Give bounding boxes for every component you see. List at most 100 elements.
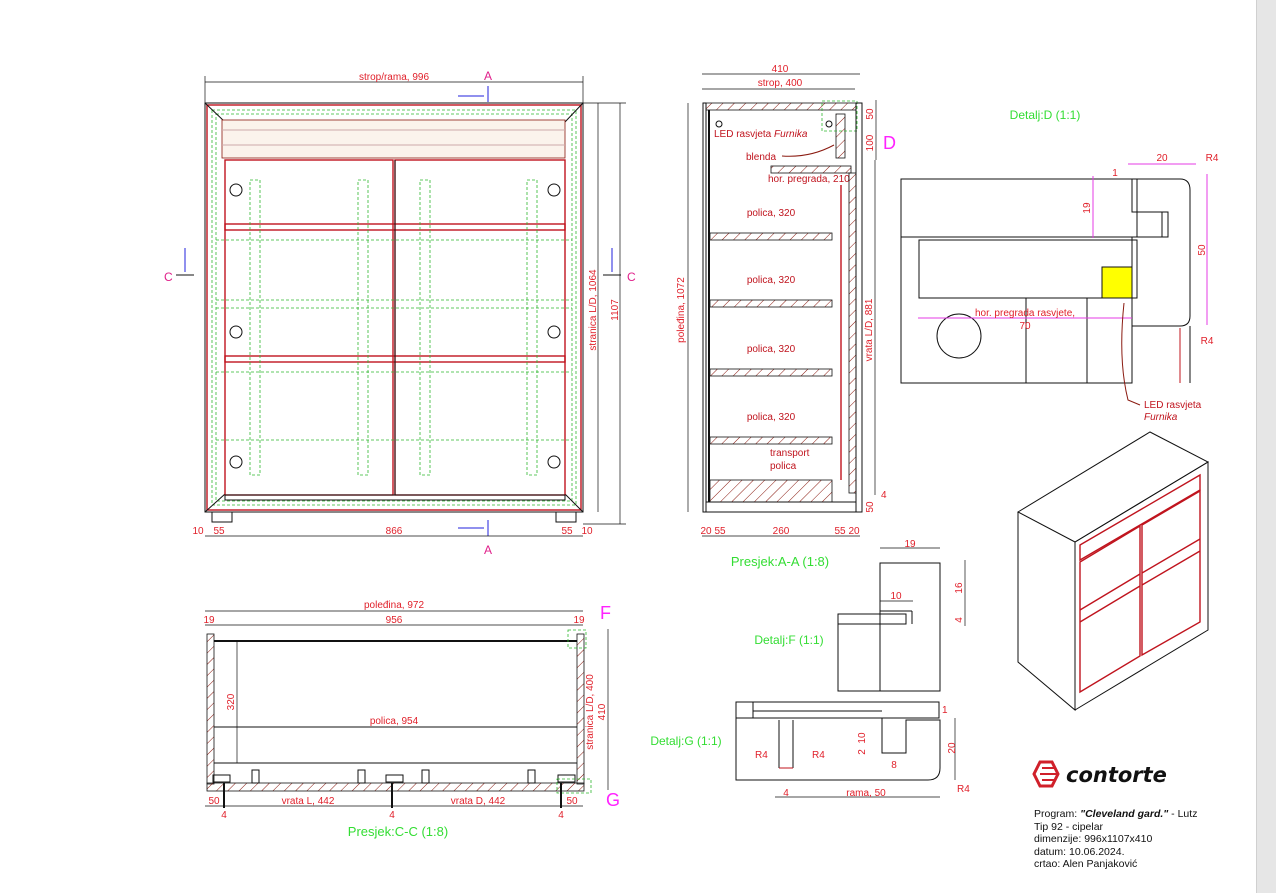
aa-title: Presjek:A-A (1:8) <box>731 554 829 569</box>
front-height-dim: 1107 <box>610 299 621 321</box>
detail-d-dim: R4 <box>1201 336 1214 347</box>
aa-right-dim: 100 <box>865 134 876 151</box>
detail-d-dim: R4 <box>1206 153 1219 164</box>
detail-g-dim: rama, 50 <box>846 788 886 799</box>
aa-bottom-dim: 260 <box>773 526 790 537</box>
aa-top-dim: strop, 400 <box>758 78 803 89</box>
cc-inner-dim: 956 <box>386 615 403 626</box>
cc-total-depth: 410 <box>597 703 608 720</box>
detail-g-dim: 1 <box>942 705 948 716</box>
aa-width-dim: 410 <box>772 64 789 75</box>
detail-d-led-brand: Furnika <box>1144 412 1178 423</box>
shelf-label: polica, 320 <box>747 208 796 219</box>
detail-d-title: Detalj:D (1:1) <box>1010 108 1081 122</box>
detail-f-dim: 10 <box>890 591 902 602</box>
detail-f-dim: 19 <box>904 539 916 550</box>
detail-f-title: Detalj:F (1:1) <box>754 633 823 647</box>
shelf-label: polica, 320 <box>747 412 796 423</box>
cc-shelf-dim: polica, 954 <box>370 716 419 727</box>
aa-shelves: polica, 320 polica, 320 polica, 320 poli… <box>709 208 833 445</box>
detail-d: Detalj:D (1:1) 20 R4 1 19 50 R4 hor. pre… <box>900 108 1219 423</box>
title-block: Program: "Cleveland gard." - Lutz Tip 92… <box>1034 808 1197 871</box>
contorte-logo: contorte <box>1032 760 1167 788</box>
aa-partition-label: hor. pregrada, 210 <box>768 174 850 185</box>
cc-back-dim: poleđina, 972 <box>364 600 424 611</box>
author-line: crtao: Alen Panjaković <box>1034 858 1138 870</box>
detail-d-partition-value: 70 <box>1019 321 1031 332</box>
aa-right-dim: 4 <box>881 490 887 501</box>
program-suffix: - Lutz <box>1168 808 1198 820</box>
section-cc: poleđina, 972 956 19 19 320 polica, 954 … <box>203 600 620 839</box>
detail-g-dim: 20 <box>947 742 958 754</box>
cc-title: Presjek:C-C (1:8) <box>348 824 448 839</box>
cc-door-right: vrata D, 442 <box>451 796 506 807</box>
aa-door-dim: vrata L/D, 881 <box>864 298 875 361</box>
front-bottom-dim: 10 <box>581 526 593 537</box>
front-side-dim: stranica L/D, 1064 <box>588 269 599 351</box>
shelf-label: polica, 320 <box>747 275 796 286</box>
scrollbar[interactable] <box>1256 0 1276 893</box>
cc-edge-dim: 50 <box>566 796 578 807</box>
detail-g-dim: 2 <box>857 749 868 755</box>
cc-door-left: vrata L, 442 <box>282 796 335 807</box>
front-bottom-dim: 10 <box>192 526 204 537</box>
detail-d-partition: hor. pregrada rasvjete, <box>975 308 1075 319</box>
aa-transport-label: transport <box>770 448 810 459</box>
detail-d-dim: 20 <box>1156 153 1168 164</box>
cc-edge-dim: 50 <box>208 796 220 807</box>
aa-bottom-dim: 20 <box>700 526 712 537</box>
aa-right-dim: 50 <box>865 501 876 513</box>
detail-f-dim: 4 <box>954 617 965 623</box>
front-bottom-dim: 55 <box>213 526 225 537</box>
aa-bottom-dim: 20 <box>848 526 860 537</box>
program-label: Program: <box>1034 808 1078 820</box>
front-bottom-dim: 55 <box>561 526 573 537</box>
date-line: datum: 10.06.2024. <box>1034 845 1125 858</box>
detail-g-dim: 8 <box>891 760 897 771</box>
detail-g: R4 R4 10 2 8 20 4 rama, 50 R4 1 Detalj:G… <box>650 701 970 799</box>
cc-side-small: 19 <box>203 615 215 626</box>
detail-g-title: Detalj:G (1:1) <box>650 734 721 748</box>
aa-back-dim: poleđina, 1072 <box>676 277 687 343</box>
isometric-view <box>1016 431 1210 712</box>
aa-bottom-dim: 55 <box>834 526 846 537</box>
cc-depth-dim: 320 <box>226 693 237 710</box>
dimensions-line: dimenzije: 996x1107x410 <box>1034 833 1153 845</box>
aa-blende-label: blenda <box>746 152 776 163</box>
detail-d-dim: 19 <box>1082 202 1093 214</box>
detail-g-dim: 4 <box>783 788 789 799</box>
aa-transport-label: polica <box>770 461 797 472</box>
section-aa: 410 strop, 400 LED rasvjeta Furnika blen… <box>676 64 896 569</box>
detail-g-dim: R4 <box>755 750 768 761</box>
cc-side-small: 19 <box>573 615 585 626</box>
cc-gap-dim: 4 <box>558 810 564 821</box>
type-line: Tip 92 - cipelar <box>1034 820 1104 833</box>
aa-bottom-dim: 55 <box>714 526 726 537</box>
detail-d-dim: 1 <box>1112 168 1118 179</box>
section-c-left: C <box>164 270 173 284</box>
front-bottom-dim: 866 <box>386 526 403 537</box>
shelf-label: polica, 320 <box>747 344 796 355</box>
cc-side-dim: stranica L/D, 400 <box>585 674 596 750</box>
front-view: strop/rama, 996 A A C C <box>164 69 636 557</box>
aa-led-label: LED rasvjeta Furnika <box>714 129 808 140</box>
section-c-right: C <box>627 270 636 284</box>
cc-gap-dim: 4 <box>389 810 395 821</box>
detail-g-dim: R4 <box>812 750 825 761</box>
logo-text: contorte <box>1066 763 1167 787</box>
program-line: Program: "Cleveland gard." - Lutz <box>1034 808 1197 821</box>
marker-g: G <box>606 790 620 810</box>
detail-g-dim: R4 <box>957 784 970 795</box>
detail-d-marker: D <box>883 133 896 153</box>
detail-g-dim: 10 <box>857 732 868 744</box>
cc-gap-dim: 4 <box>221 810 227 821</box>
section-a-top: A <box>484 69 492 83</box>
detail-f-dim: 16 <box>954 582 965 594</box>
front-top-dim: strop/rama, 996 <box>359 72 429 83</box>
section-a-bottom: A <box>484 543 492 557</box>
detail-d-dim: 50 <box>1197 244 1208 256</box>
detail-f: 19 10 16 4 Detalj:F (1:1) <box>754 539 966 692</box>
aa-right-dim: 50 <box>865 108 876 120</box>
led-strip-icon <box>1101 266 1133 299</box>
